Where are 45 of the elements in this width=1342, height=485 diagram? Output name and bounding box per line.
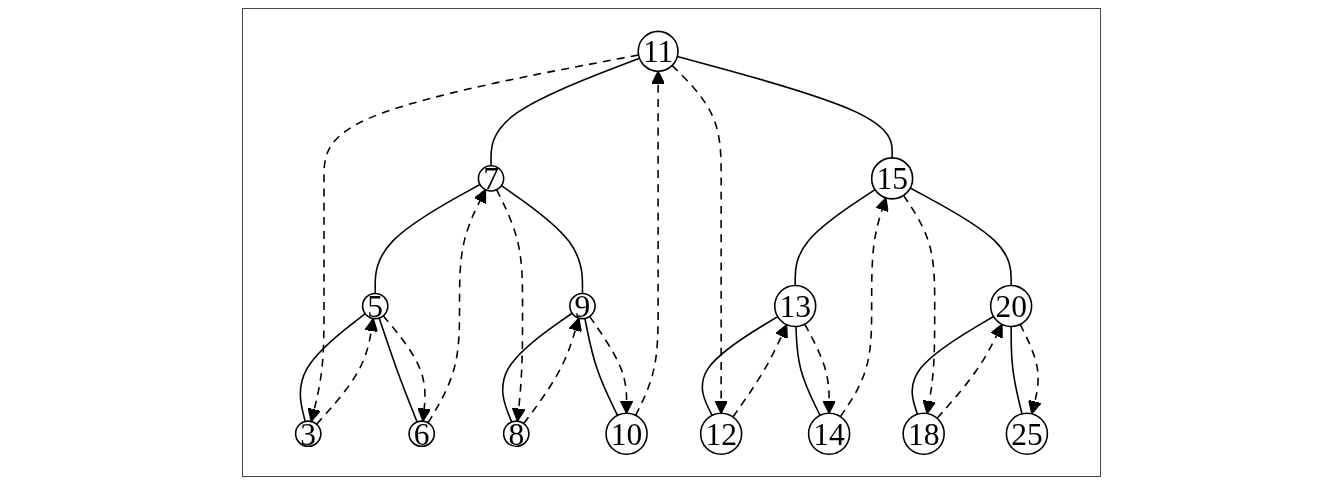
arrow bbox=[426, 189, 486, 424]
node-circle bbox=[568, 292, 596, 320]
connector bbox=[489, 57, 640, 167]
arrow bbox=[522, 317, 582, 425]
diagram-frame: 11 7 15 5 9 13 20 3 6 8 10 12 14 18 25 bbox=[241, 8, 1101, 477]
connector bbox=[501, 312, 573, 423]
arrow bbox=[315, 317, 378, 426]
connector bbox=[583, 317, 618, 417]
arrow bbox=[670, 64, 728, 414]
connector bbox=[676, 55, 893, 159]
node-circle bbox=[477, 165, 504, 192]
arrow bbox=[902, 194, 936, 415]
arrow bbox=[935, 323, 1003, 420]
node-circle bbox=[901, 412, 945, 455]
arrow bbox=[731, 324, 788, 418]
arrow bbox=[803, 323, 836, 414]
connector bbox=[908, 187, 1012, 287]
node-circle bbox=[699, 412, 742, 455]
arrow bbox=[307, 54, 639, 423]
node-circle bbox=[407, 420, 435, 448]
arrow bbox=[588, 315, 633, 414]
node-circle bbox=[294, 420, 322, 448]
arrow bbox=[495, 188, 526, 422]
node-circle bbox=[502, 420, 530, 448]
connector bbox=[1009, 325, 1023, 415]
node-circle bbox=[989, 284, 1032, 328]
connector bbox=[793, 188, 876, 287]
connector bbox=[910, 315, 994, 415]
connector bbox=[299, 312, 366, 423]
arrow bbox=[634, 70, 665, 417]
arrow bbox=[839, 197, 889, 418]
connector bbox=[701, 315, 778, 417]
connector bbox=[500, 184, 583, 295]
arrow bbox=[1018, 323, 1042, 415]
node-circle bbox=[773, 284, 816, 328]
node-circle bbox=[870, 157, 913, 200]
node-circle bbox=[807, 412, 850, 455]
connector bbox=[377, 317, 418, 423]
node-circle bbox=[1005, 412, 1048, 455]
connector bbox=[373, 183, 481, 295]
node-circle bbox=[636, 30, 679, 72]
arrow bbox=[381, 314, 431, 422]
connector bbox=[794, 325, 821, 417]
node-circle bbox=[361, 292, 389, 320]
node-circle bbox=[604, 412, 648, 455]
